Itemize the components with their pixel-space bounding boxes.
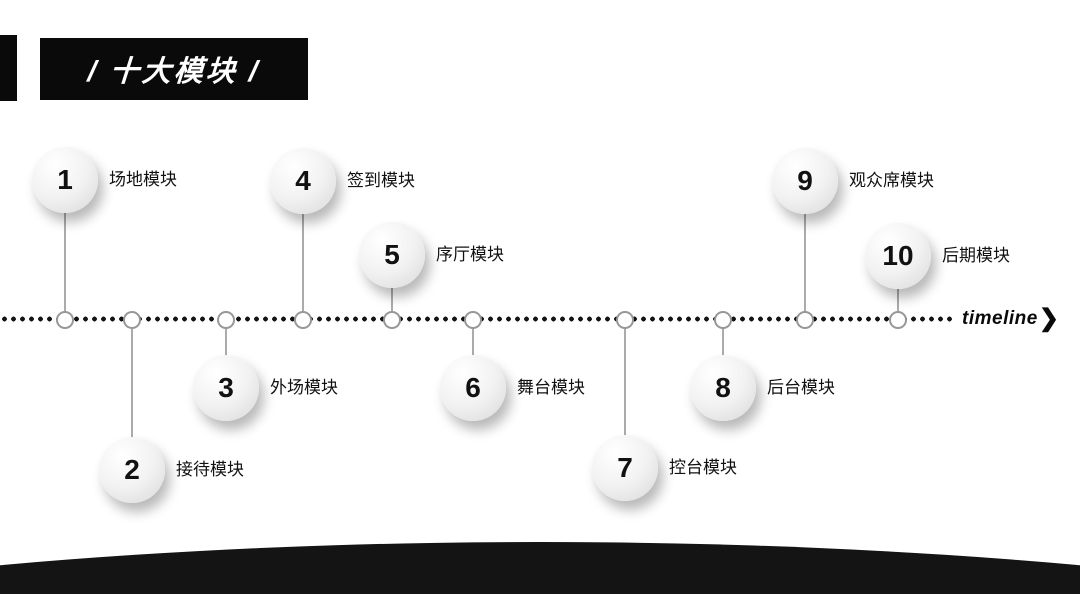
module-label: 后台模块 [767,378,835,397]
timeline-node [796,311,814,329]
connector-line [391,288,393,311]
connector-line [131,329,133,437]
connector-line [302,214,304,311]
timeline-node [464,311,482,329]
connector-line [722,329,724,355]
module-label: 接待模块 [176,460,244,479]
corner-accent-block [0,35,17,101]
timeline-node [714,311,732,329]
timeline-node [294,311,312,329]
module-number-circle: 6 [440,355,506,421]
connector-line [64,213,66,311]
module-label: 外场模块 [270,378,338,397]
module-label: 序厅模块 [436,245,504,264]
module-number: 2 [124,454,140,485]
chevron-right-icon: ❯ [1038,305,1059,332]
timeline-node [616,311,634,329]
module-number: 7 [617,452,633,483]
timeline-node [217,311,235,329]
module-number-circle: 7 [592,435,658,501]
module-number-circle: 4 [270,148,336,214]
timeline-node [56,311,74,329]
module-number: 3 [218,372,234,403]
module-number: 6 [465,372,481,403]
module-number-circle: 9 [772,148,838,214]
timeline-caption: timeline ❯ [962,304,1059,334]
page-title: / 十大模块 / [86,56,262,88]
connector-line [225,329,227,355]
connector-line [804,214,806,311]
module-number: 1 [57,164,73,195]
timeline-node [383,311,401,329]
module-label: 控台模块 [669,458,737,477]
connector-line [624,329,626,435]
module-number: 10 [882,240,914,271]
module-label: 场地模块 [109,170,177,189]
bottom-arc-decoration [0,542,1080,594]
module-label: 观众席模块 [849,171,934,190]
module-number: 9 [797,165,813,196]
module-number-circle: 3 [193,355,259,421]
module-number-circle: 1 [32,147,98,213]
module-number-circle: 10 [865,223,931,289]
module-label: 舞台模块 [517,378,585,397]
header-badge: / 十大模块 / [40,38,308,100]
connector-line [897,289,899,311]
connector-line [472,329,474,355]
module-number-circle: 8 [690,355,756,421]
module-number-circle: 5 [359,222,425,288]
module-number-circle: 2 [99,437,165,503]
module-number: 5 [384,239,400,270]
module-number: 8 [715,372,731,403]
timeline-node [889,311,907,329]
timeline-label: timeline [962,308,1038,329]
module-label: 签到模块 [347,171,415,190]
timeline-node [123,311,141,329]
module-number: 4 [295,165,311,196]
module-label: 后期模块 [942,246,1010,265]
